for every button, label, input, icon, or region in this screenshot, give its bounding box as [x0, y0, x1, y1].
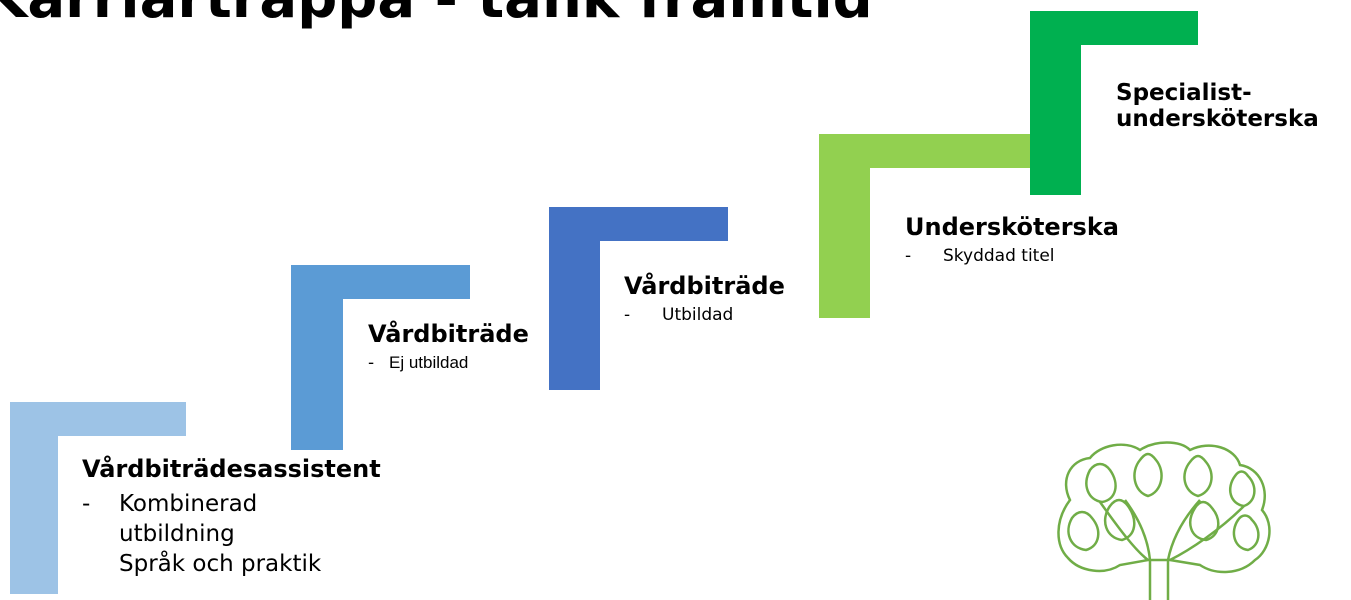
step-1-side-bar: [10, 402, 58, 594]
step-4-shape: [819, 134, 1033, 318]
tree-logo-icon: [1057, 441, 1271, 600]
step-4-bullet: -Skyddad titel: [905, 246, 1055, 266]
step-3-label: Vårdbiträde -Utbildad: [624, 272, 785, 326]
step-4-title: Undersköterska: [905, 213, 1119, 241]
step-5-label: Specialist- undersköterska: [1116, 80, 1319, 132]
step-2-bullets: -Ej utbildad: [368, 352, 529, 374]
step-4-label: Undersköterska -Skyddad titel: [905, 213, 1119, 267]
step-5-shape: [1030, 11, 1198, 195]
step-1-title: Vårdbiträdesassistent: [82, 455, 381, 483]
step-1-bullets: -Kombinerad utbildning Språk och praktik: [82, 489, 381, 579]
step-3-side-bar: [549, 207, 600, 390]
step-5-title-line1: Specialist-: [1116, 80, 1252, 106]
step-5-side-bar: [1030, 11, 1081, 195]
step-3-bullets: -Utbildad: [624, 304, 785, 326]
step-5-title-line2: undersköterska: [1116, 106, 1319, 132]
step-2-shape: [291, 265, 470, 450]
step-1-bullet: -Kombinerad: [82, 491, 258, 517]
step-3-shape: [549, 207, 728, 390]
step-2-title: Vårdbiträde: [368, 320, 529, 348]
step-2-bullet: -Ej utbildad: [368, 353, 469, 373]
step-4-side-bar: [819, 134, 870, 318]
slide-title: Karriärtrappa - tänk framtid: [0, 0, 873, 31]
step-2-label: Vårdbiträde -Ej utbildad: [368, 320, 529, 374]
step-1-label: Vårdbiträdesassistent -Kombinerad utbild…: [82, 455, 381, 579]
step-2-side-bar: [291, 265, 343, 450]
step-1-bullet: Språk och praktik: [119, 551, 322, 577]
step-3-bullet: -Utbildad: [624, 305, 734, 325]
step-1-shape: [10, 402, 186, 594]
step-3-title: Vårdbiträde: [624, 272, 785, 300]
step-1-bullet: utbildning: [119, 521, 235, 547]
step-4-bullets: -Skyddad titel: [905, 245, 1119, 267]
